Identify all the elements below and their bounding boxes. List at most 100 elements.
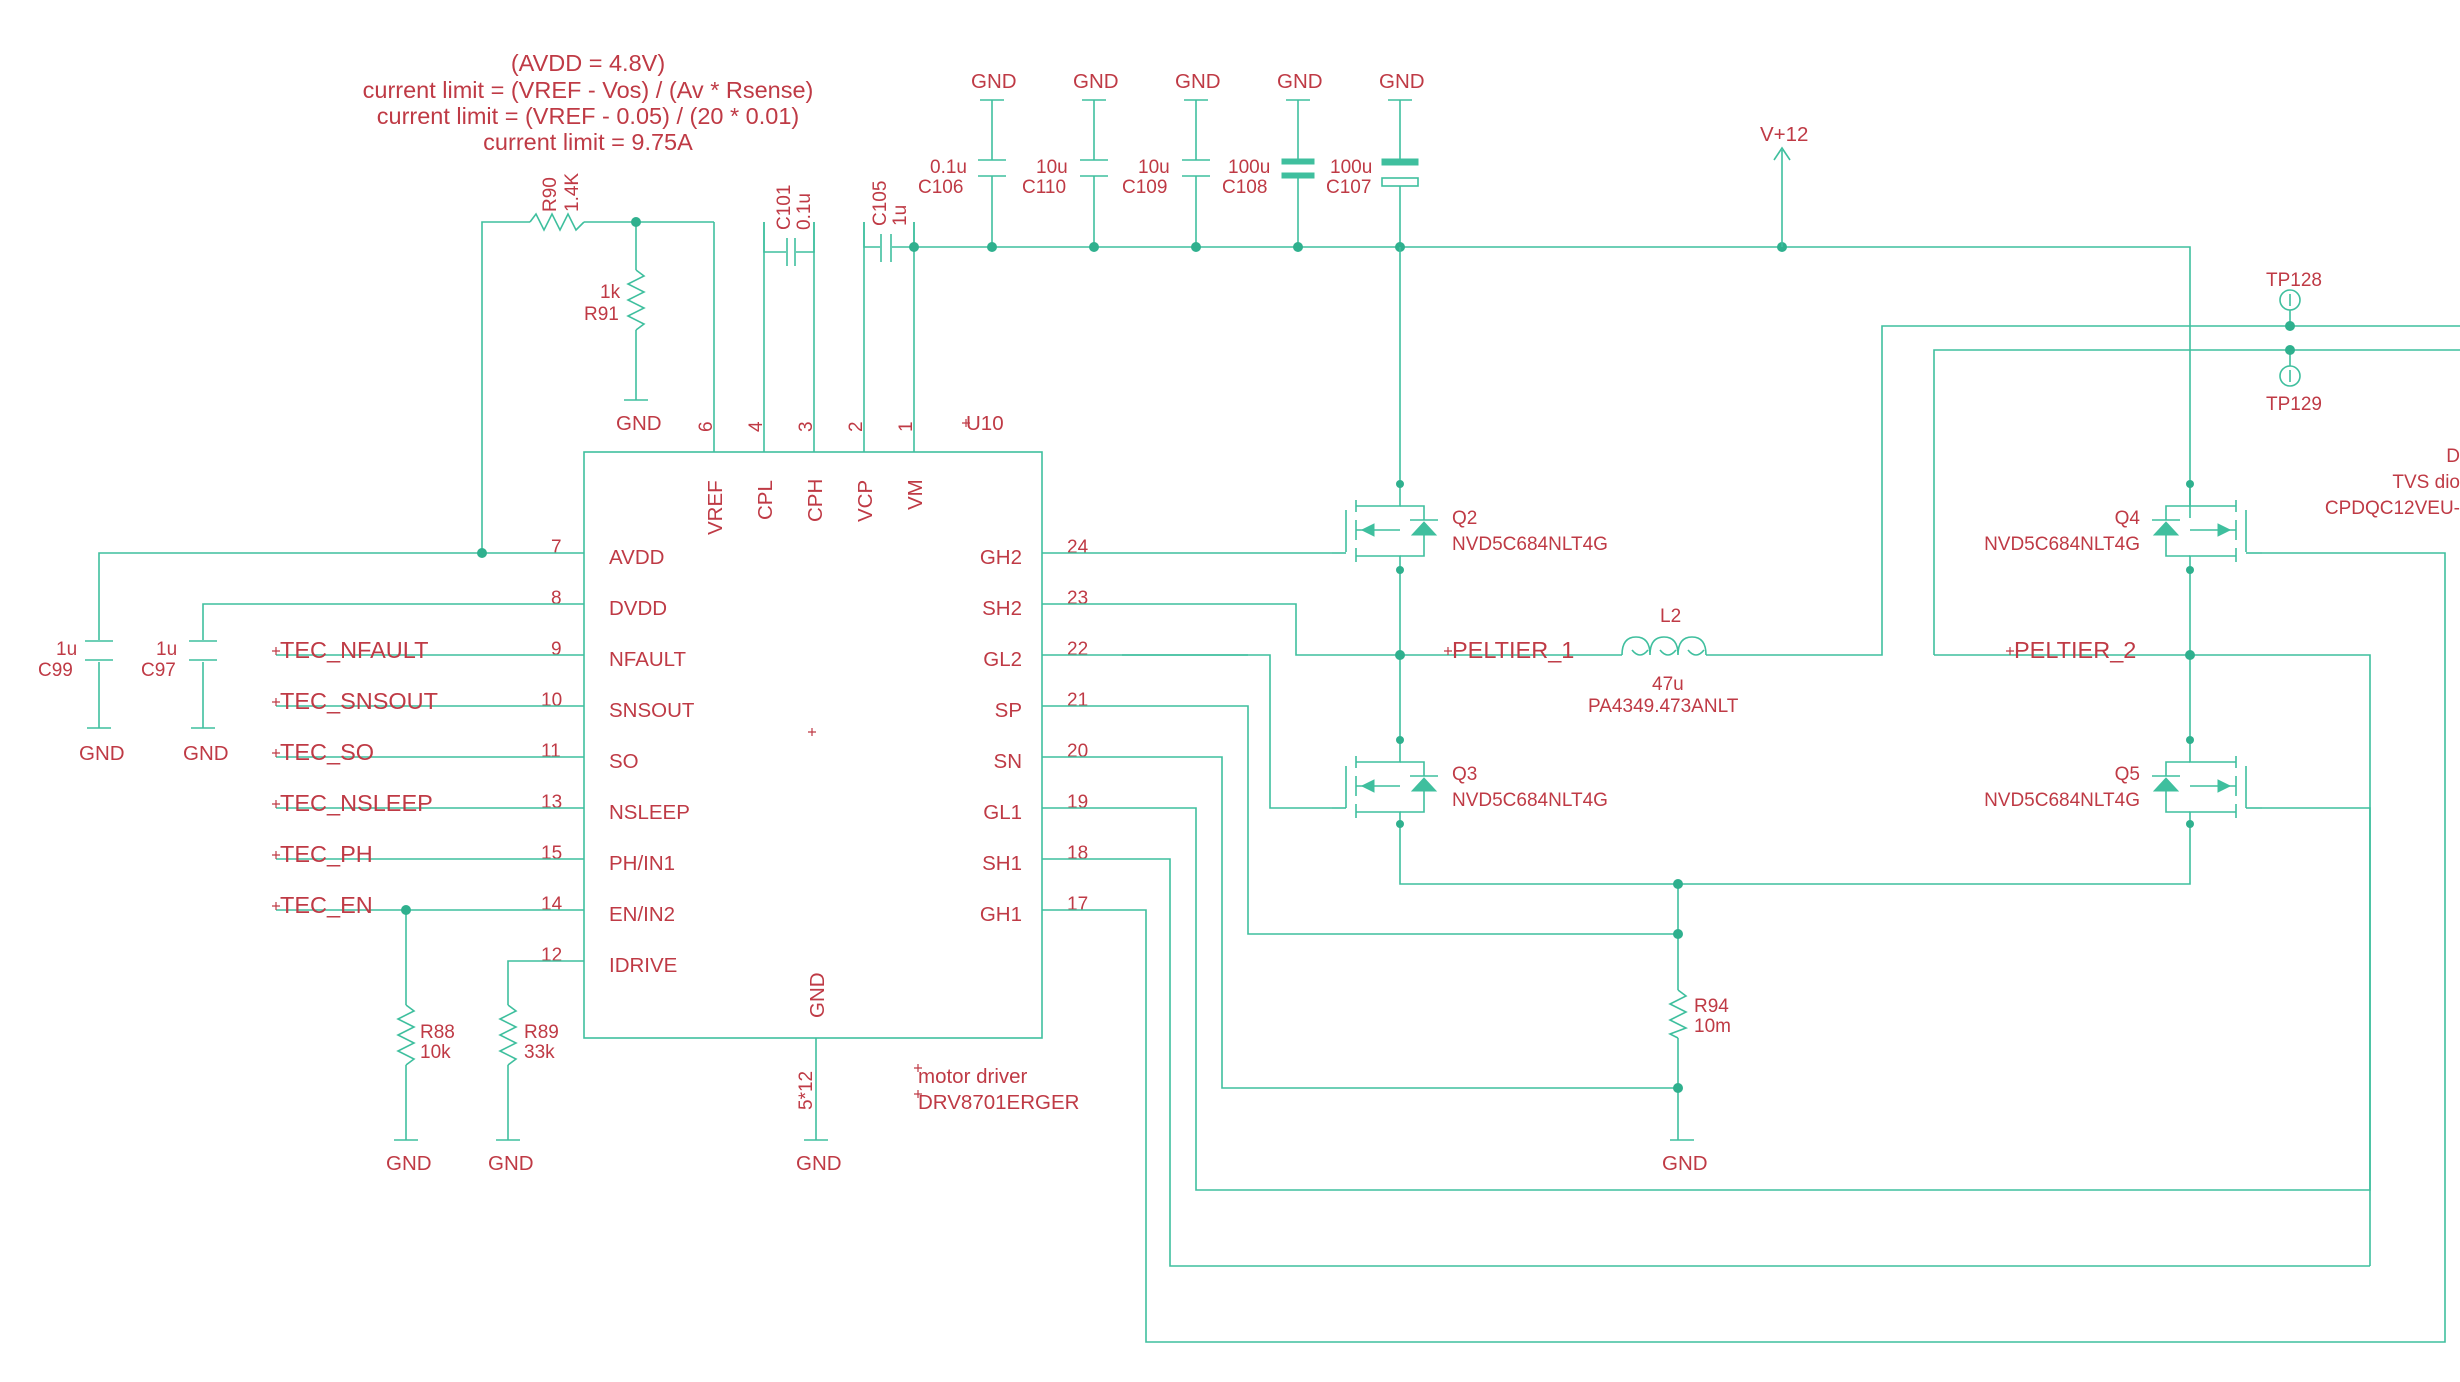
r90-ref: R90 <box>540 177 561 212</box>
capacitor-c110[interactable]: GND 10u C110 <box>1022 70 1119 247</box>
capacitor-c107[interactable]: GND 100u C107 <box>1326 70 1425 247</box>
tp129-label: TP129 <box>2266 394 2322 415</box>
c107-value: 100u <box>1330 157 1372 178</box>
pin-name-cph: CPH <box>804 479 827 522</box>
mosfet-q3[interactable]: Q3 NVD5C684NLT4G <box>1332 736 1608 828</box>
c97-ref: C97 <box>141 660 176 681</box>
pin-name-dvdd: DVDD <box>609 597 667 620</box>
net-tec-en: TEC_EN <box>280 892 373 918</box>
left-wires <box>98 221 2191 1140</box>
gnd-label-r91: GND <box>616 412 662 435</box>
l2-value: 47u <box>1652 674 1684 695</box>
pin-num-15: 15 <box>541 843 562 864</box>
pin-num-9: 9 <box>551 639 562 660</box>
resistor-r89[interactable]: R89 33k <box>498 1004 559 1066</box>
pin-name-sh2: SH2 <box>982 597 1022 620</box>
r88-value: 10k <box>420 1042 451 1063</box>
pin-num-4: 4 <box>746 421 767 432</box>
pin-num-20: 20 <box>1067 741 1088 762</box>
chip-bottom-pin: GND 5*12 <box>796 972 829 1140</box>
pin-num-10: 10 <box>541 690 562 711</box>
gnd-symbols: GND GND GND GND GND GND GND <box>79 399 1708 1175</box>
pin-num-21: 21 <box>1067 690 1088 711</box>
r94-ref: R94 <box>1694 996 1729 1017</box>
net-peltier-1: PELTIER_1 <box>1452 637 1574 663</box>
junctions-bridge <box>1395 321 2295 1093</box>
capacitor-c106[interactable]: GND 0.1u C106 <box>918 70 1017 247</box>
pin-name-gnd: GND <box>806 972 829 1018</box>
net-peltier-2: PELTIER_2 <box>2014 637 2136 663</box>
c107-ref: C107 <box>1326 177 1371 198</box>
testpoint-tp129[interactable]: TP129 <box>2266 365 2322 415</box>
resistor-r88[interactable]: R88 10k <box>396 1004 455 1066</box>
capacitor-c105[interactable]: C105 1u <box>870 181 911 262</box>
l2-part: PA4349.473ANLT <box>1588 696 1739 717</box>
capacitor-c109[interactable]: GND 10u C109 <box>1122 70 1221 247</box>
mosfet-q5[interactable]: Q5 NVD5C684NLT4G <box>1984 736 2262 828</box>
capacitor-c97[interactable]: 1u C97 <box>141 639 217 681</box>
pin-name-nsleep: NSLEEP <box>609 801 690 824</box>
r94-value: 10m <box>1694 1016 1731 1037</box>
capacitor-c99[interactable]: 1u C99 <box>38 639 113 681</box>
c106-gnd: GND <box>971 70 1017 93</box>
gnd-label-chip: GND <box>796 1152 842 1175</box>
pin-name-ph-in1: PH/IN1 <box>609 852 675 875</box>
c101-value: 0.1u <box>794 193 815 230</box>
mosfet-q4[interactable]: Q4 NVD5C684NLT4G <box>1984 480 2262 574</box>
pin-name-vm: VM <box>904 479 927 510</box>
c99-value: 1u <box>56 639 77 660</box>
q2-ref: Q2 <box>1452 508 1477 529</box>
pin-name-idrive: IDRIVE <box>609 954 677 977</box>
inductor-l2[interactable]: L2 47u PA4349.473ANLT <box>1588 606 1739 717</box>
tp128-label: TP128 <box>2266 270 2322 291</box>
q4-ref: Q4 <box>2115 508 2141 529</box>
pin-name-nfault: NFAULT <box>609 648 687 671</box>
q3-ref: Q3 <box>1452 764 1477 785</box>
u10-motor-driver[interactable]: U10 motor driver DRV8701ERGER 6 4 3 2 1 … <box>541 222 1089 1140</box>
capacitor-c101[interactable]: C101 0.1u <box>774 185 815 266</box>
q5-part: NVD5C684NLT4G <box>1984 790 2140 811</box>
capacitor-c108[interactable]: GND 100u C108 <box>1222 70 1323 247</box>
mosfet-q2[interactable]: Q2 NVD5C684NLT4G <box>1332 480 1608 574</box>
h-bridge-wires <box>1042 247 2460 1343</box>
chip-body <box>583 451 1043 1039</box>
net-tec-nfault: TEC_NFAULT <box>280 637 428 663</box>
net-labels-left: TEC_NFAULT TEC_SNSOUT TEC_SO TEC_NSLEEP … <box>272 637 438 918</box>
pin-num-1: 1 <box>896 421 917 432</box>
tvs-part: CPDQC12VEU- <box>2325 498 2460 519</box>
r90-value: 1.4K <box>562 173 583 212</box>
junctions-left <box>401 217 919 915</box>
c110-ref: C110 <box>1022 177 1066 198</box>
resistor-r91[interactable]: 1k R91 <box>584 269 646 331</box>
tvs-desc: TVS dio <box>2392 472 2460 493</box>
tvs-diode-label: D TVS dio CPDQC12VEU- <box>2325 446 2460 519</box>
net-tec-ph: TEC_PH <box>280 841 373 867</box>
pin-name-cpl: CPL <box>754 480 777 520</box>
pin-name-gl2: GL2 <box>983 648 1022 671</box>
pin-name-sh1: SH1 <box>982 852 1022 875</box>
pin-num-22: 22 <box>1067 639 1088 660</box>
resistor-r94[interactable]: R94 10m <box>1668 989 1731 1039</box>
chip-description: motor driver <box>918 1065 1028 1088</box>
testpoint-tp128[interactable]: TP128 <box>2266 270 2322 311</box>
net-tec-nsleep: TEC_NSLEEP <box>280 790 433 816</box>
gnd-label-r89: GND <box>488 1152 534 1175</box>
net-labels-peltier: PELTIER_1 PELTIER_2 <box>1444 637 2136 663</box>
pin-name-vref: VREF <box>704 480 727 535</box>
resistor-r90[interactable]: R90 1.4K <box>529 173 585 232</box>
c106-value: 0.1u <box>930 157 967 178</box>
c99-ref: C99 <box>38 660 73 681</box>
pin-name-gl1: GL1 <box>983 801 1022 824</box>
pin-num-8: 8 <box>551 588 562 609</box>
c108-gnd: GND <box>1277 70 1323 93</box>
pin-name-snsout: SNSOUT <box>609 699 695 722</box>
q2-part: NVD5C684NLT4G <box>1452 534 1608 555</box>
c97-value: 1u <box>156 639 177 660</box>
pin-name-vcp: VCP <box>854 480 877 522</box>
pin-num-19: 19 <box>1067 792 1088 813</box>
c109-ref: C109 <box>1122 177 1167 198</box>
c109-value: 10u <box>1138 157 1170 178</box>
pin-num-24: 24 <box>1067 537 1089 558</box>
pin-num-14: 14 <box>541 894 563 915</box>
